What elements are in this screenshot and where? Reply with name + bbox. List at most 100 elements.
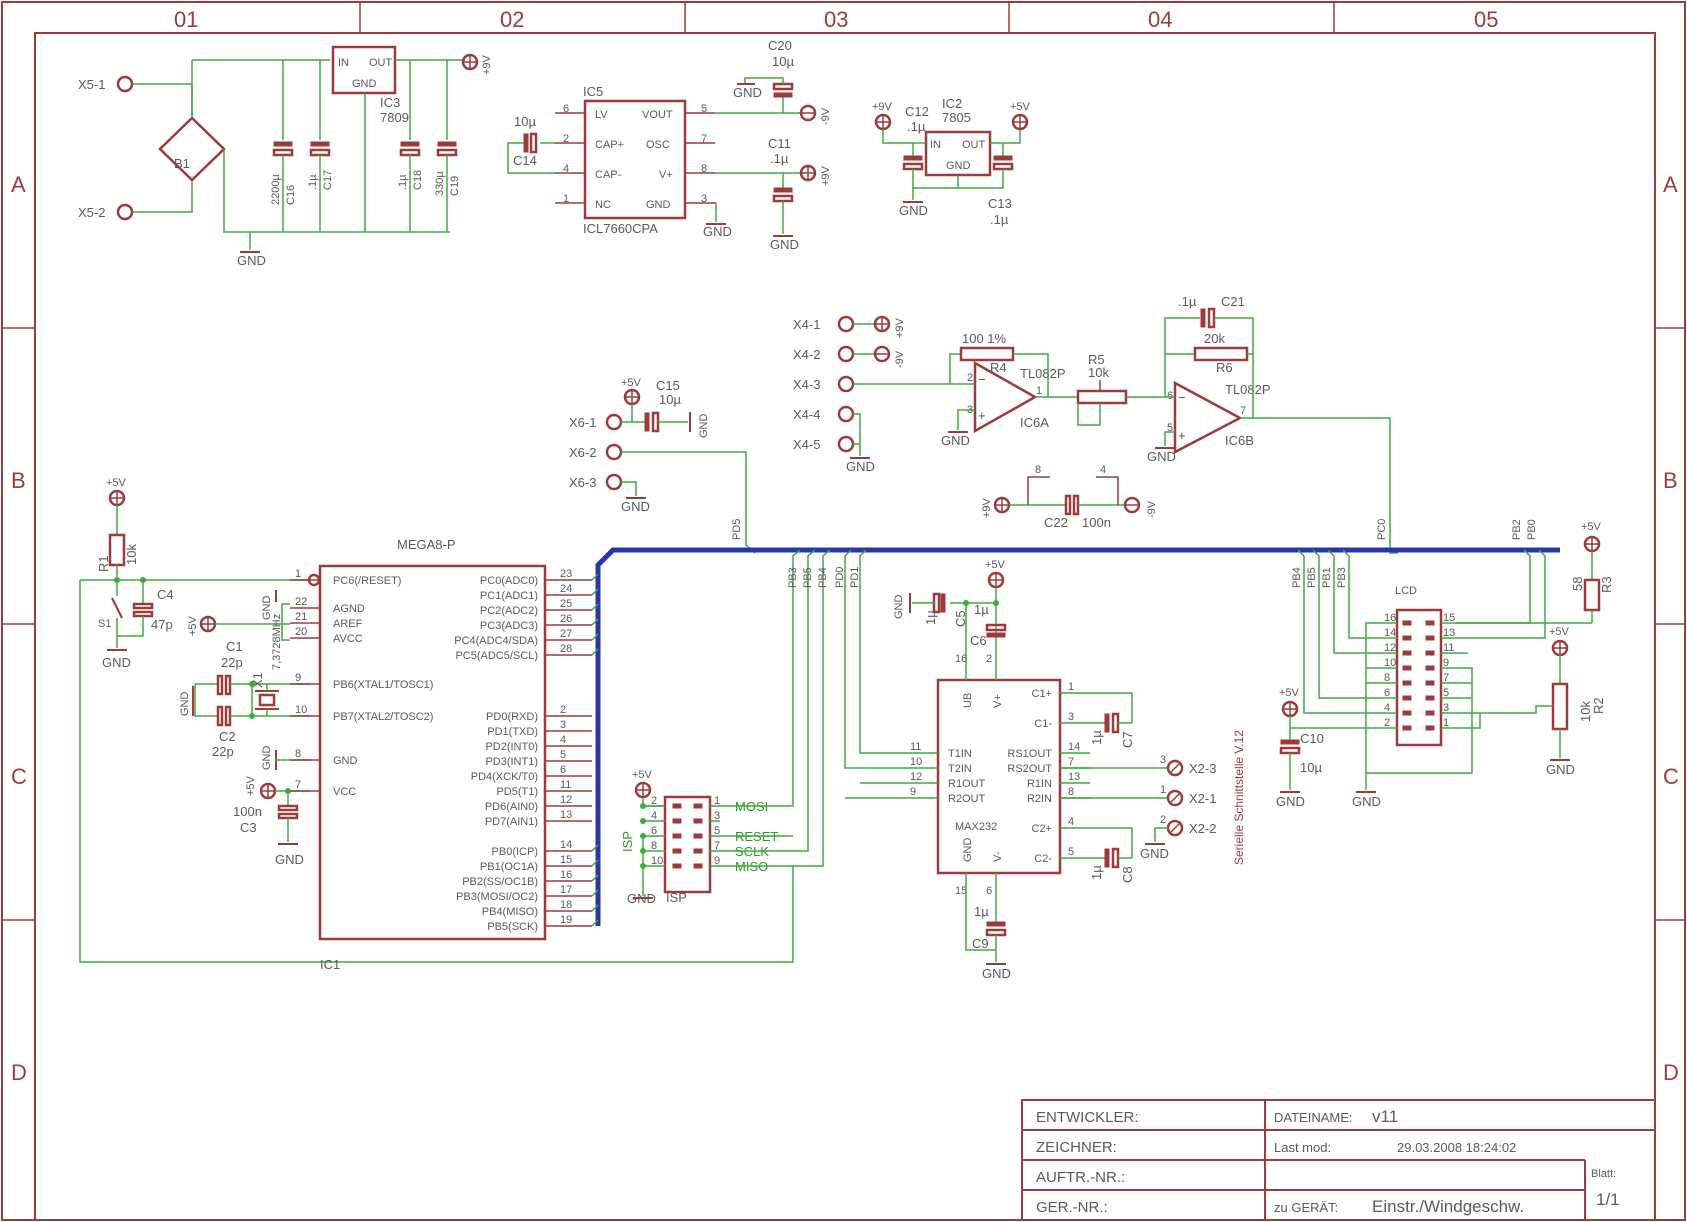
c17-value: .1µ: [307, 174, 319, 190]
mcu-pin-num: 21: [295, 611, 307, 623]
mcu-pin-num: 22: [295, 596, 307, 608]
ic5-pin-osc: OSC: [646, 139, 670, 151]
max232-pin-num: 12: [910, 771, 922, 783]
gnd-label-c11: GND: [770, 237, 799, 252]
mcu-pin-num: 25: [560, 598, 572, 610]
gnd-label-psu: GND: [237, 253, 266, 268]
ic2-gnd: GND: [946, 160, 971, 172]
mcu-pin-name: PC0(ADC0): [480, 575, 538, 587]
lcd-pin-num-right: 5: [1443, 687, 1449, 699]
tb-zugeraet: zu GERÄT:: [1274, 1200, 1338, 1215]
gnd-label-max: GND: [982, 966, 1011, 981]
mcu-pin-name: PB3(MOSI/OC2): [456, 891, 538, 903]
bus-entry: [591, 618, 599, 626]
mcu-ref: IC1: [320, 957, 340, 972]
tb-dateiname: DATEINAME:: [1274, 1110, 1353, 1125]
x2-pin-1: 1: [1160, 784, 1166, 796]
m9v-label-ic5: -9V: [820, 107, 832, 125]
c16-value: 2200µ: [270, 174, 282, 205]
m9v-label-x4: -9V: [894, 350, 906, 368]
ic5-num-2: 2: [563, 133, 569, 145]
c18-value: .1µ: [397, 174, 409, 190]
r5-label: R5: [1088, 352, 1105, 367]
mcu-pin-name: PC4(ADC4/SDA): [454, 635, 538, 647]
max232-pin-name: R2OUT: [948, 793, 986, 805]
lcd-pin-pad: [1425, 635, 1435, 641]
gnd-label-isp: GND: [627, 891, 656, 906]
gnd-label-c5: GND: [893, 595, 905, 620]
lcd-pin-num-right: 7: [1443, 672, 1449, 684]
bus-label-pd1: PD1: [849, 567, 861, 588]
mcu-pin-num: 9: [295, 672, 301, 684]
mcu-pin-name: PB6(XTAL1/TOSC1): [333, 679, 433, 691]
mcu-ic1: MEGA8-P IC1 1PC6(/RESET)22AGND21AREF20AV…: [290, 537, 599, 972]
column-label-01: 01: [174, 7, 198, 32]
lcd-pin-pad: [1425, 725, 1435, 731]
tb-auftr: AUFTR.-NR.:: [1036, 1169, 1125, 1186]
mcu-pin-num: 8: [295, 748, 301, 760]
signal-bus: [595, 547, 1560, 926]
max232-pin-num: 11: [910, 741, 921, 753]
isp-pin-pad: [672, 863, 682, 869]
tb-zeichner: ZEICHNER:: [1036, 1139, 1117, 1156]
r6-value: 20k: [1204, 331, 1225, 346]
c14-label: C14: [513, 153, 537, 168]
lcd-pin-num-left: 10: [1384, 657, 1396, 669]
bus-entry: [591, 859, 599, 867]
ic5-pin-capm: CAP-: [595, 169, 622, 181]
row-label-c-right: C: [1663, 764, 1679, 789]
x2-2-label: X2-2: [1189, 821, 1216, 836]
r2-value: 10k: [1578, 701, 1593, 722]
x5-2-label: X5-2: [78, 205, 105, 220]
bus-entry: [591, 919, 599, 927]
row-label-a-left: A: [11, 172, 26, 197]
gnd-label-reset: GND: [102, 655, 131, 670]
r2-label: R2: [1591, 697, 1606, 714]
max232-pin-num: 14: [1068, 741, 1080, 753]
max232-pin-name: R1IN: [1027, 778, 1052, 790]
isp-pin-pad: [693, 803, 703, 809]
x6-1-label: X6-1: [569, 415, 596, 430]
mcu-pin-name: PD5(T1): [496, 786, 538, 798]
p5v-label-isp: +5V: [632, 769, 653, 781]
max232-pin-num: 13: [1068, 771, 1080, 783]
bus-label-pb3: PB3: [787, 567, 799, 588]
r3-value: 58: [1570, 577, 1585, 591]
s1-label: S1: [98, 618, 111, 630]
max232-pin-name: RS1OUT: [1007, 748, 1052, 760]
r4-value: 100 1%: [962, 331, 1007, 346]
lcd-pin-num-left: 16: [1384, 612, 1396, 624]
c13-label: C13: [988, 196, 1012, 211]
gnd-label-c20: GND: [733, 85, 762, 100]
max232-pin-num: 7: [1068, 756, 1074, 768]
ic6a-plus: +: [978, 408, 986, 423]
lcd-pin-num-right: 3: [1443, 702, 1449, 714]
row-label-d-right: D: [1663, 1060, 1679, 1085]
lcd-pin-pad: [1402, 725, 1412, 731]
x5-1-label: X5-1: [78, 77, 105, 92]
mcu-pin-num: 12: [560, 794, 572, 806]
c6-label: C6: [970, 633, 987, 648]
gnd-label-agnd: GND: [261, 596, 273, 621]
ic5-section: IC5 ICL7660CPA LV CAP+ CAP- NC VOUT OSC …: [507, 38, 832, 252]
ic6a-label: IC6A: [1020, 415, 1049, 430]
isp-vertical-label: ISP: [620, 831, 635, 852]
mcu-pin-num: 13: [560, 809, 572, 821]
isp-junction: [640, 803, 646, 809]
mcu-pin-name: AREF: [333, 618, 363, 630]
mcu-pin-name: PB7(XTAL2/TOSC2): [333, 711, 433, 723]
c10-value: 10µ: [1300, 760, 1322, 775]
p5v-label-r3: +5V: [1581, 521, 1602, 533]
max232-pin-num: 5: [1068, 846, 1074, 858]
c13-value: .1µ: [990, 212, 1009, 227]
mcu-pin-num: 1: [295, 568, 301, 580]
c8-value: 1µ: [1089, 865, 1104, 880]
x1-value: 7,3728MHz: [271, 614, 283, 670]
mcu-pin-name: PD0(RXD): [486, 711, 538, 723]
bus-label-pb4: PB4: [817, 567, 829, 588]
c8-label: C8: [1120, 866, 1135, 883]
lcd-pin-num-right: 15: [1443, 612, 1455, 624]
c21-label: C21: [1221, 294, 1245, 309]
isp-pin-num-left: 4: [651, 810, 657, 822]
